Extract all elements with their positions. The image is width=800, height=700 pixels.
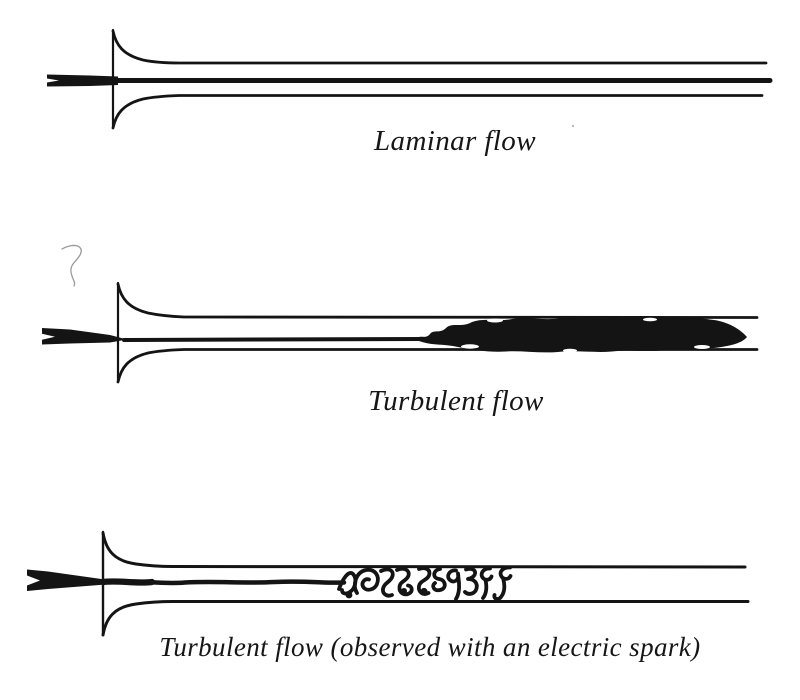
pipe-bottom-wall [116, 348, 759, 384]
straight-dye-filament [122, 337, 423, 342]
caption-turbulent-flow-spark: Turbulent flow (observed with an electri… [159, 632, 701, 662]
eddy-dot [345, 591, 353, 599]
dye-injector-nozzle [27, 569, 118, 591]
eddy-curl [431, 567, 447, 593]
paper-speck [571, 124, 575, 128]
eddy-dot [401, 588, 407, 594]
dye-injector-nozzle [47, 74, 118, 87]
eddy-dot [420, 587, 428, 596]
eddy-curl [379, 567, 395, 598]
turbulent-spark-panel [27, 530, 750, 637]
pipe-bottom-wall [101, 600, 750, 637]
blob-texture-gaps [461, 317, 710, 353]
eddy-curl [479, 566, 494, 600]
pipe-bottom-wall [111, 94, 764, 130]
spark-eddy-curls [337, 565, 513, 601]
pipe-top-wall [101, 531, 747, 569]
eddy-curl [395, 566, 414, 597]
pipe-top-wall [111, 29, 768, 65]
caption-laminar-flow: Laminar flow [374, 125, 536, 157]
turbulent-flow-panel [42, 244, 759, 384]
caption-turbulent-flow: Turbulent flow [368, 385, 544, 417]
dye-injector-nozzle [42, 328, 127, 345]
eddy-curl [492, 565, 513, 601]
dye-filament-bulge [99, 578, 156, 586]
eddy-curl [352, 567, 380, 595]
pipe-top-wall [116, 282, 759, 319]
eddy-curl [446, 568, 462, 601]
turbulent-dye-blob [416, 316, 747, 353]
eddy-curl [463, 566, 479, 596]
laminar-flow-panel [47, 28, 773, 130]
faint-scratch-mark [61, 244, 82, 287]
eddy-curl [337, 571, 358, 596]
